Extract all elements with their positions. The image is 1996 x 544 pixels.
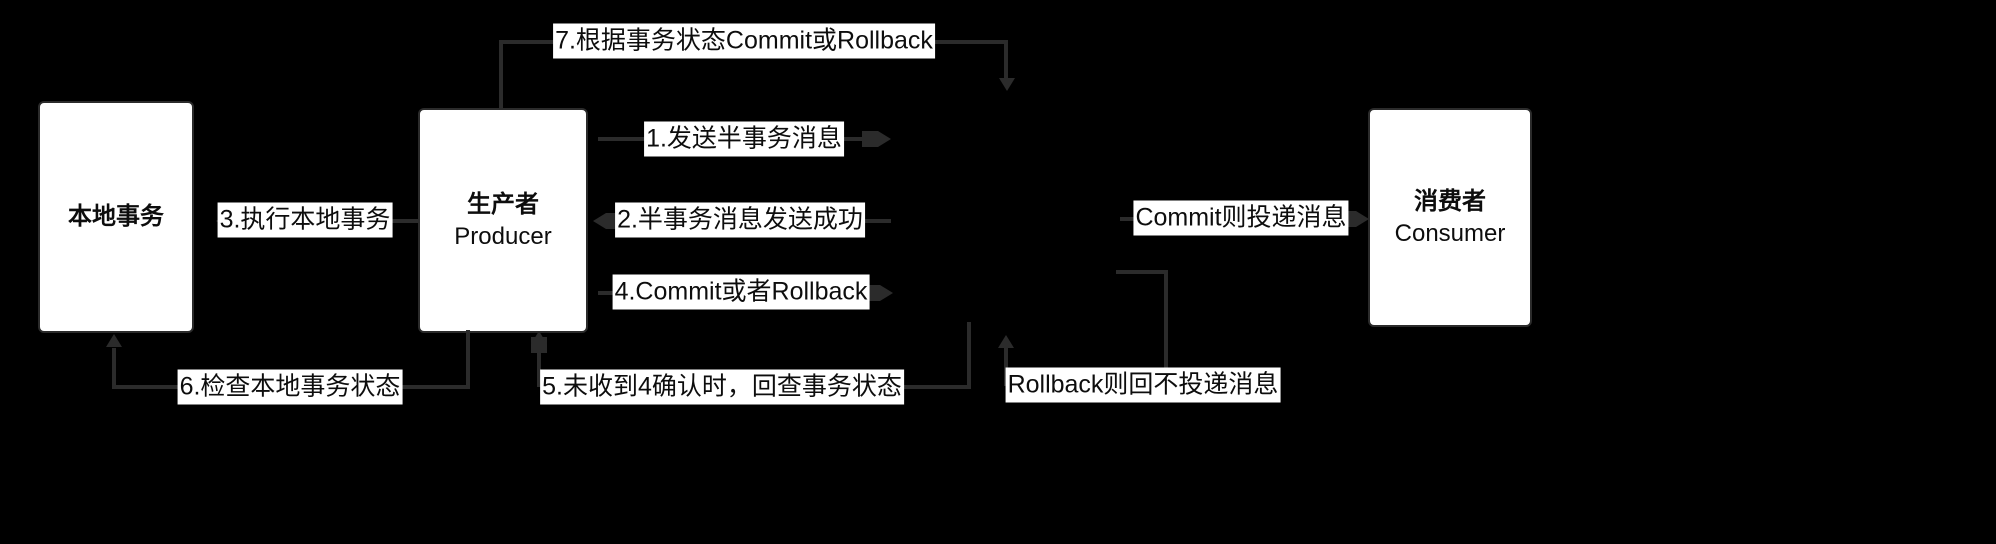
edge-2-segment-right xyxy=(843,219,891,223)
edge-7-segment-vertical-right xyxy=(1004,40,1008,82)
edge-9-segment-horizontal-top xyxy=(1116,270,1168,274)
edge-3-segment xyxy=(378,219,420,223)
edge-2-arrowhead-left xyxy=(593,213,606,229)
edge-7-segment-vertical-left xyxy=(499,40,503,110)
edge-label-4: 4.Commit或者Rollback xyxy=(612,274,870,310)
edge-5-segment-horizontal-right xyxy=(873,385,969,389)
edge-label-5: 5.未收到4确认时，回查事务状态 xyxy=(540,369,904,405)
edge-label-6: 6.检查本地事务状态 xyxy=(177,369,403,405)
edge-5-segment-vertical-producer xyxy=(537,346,541,387)
node-consumer-label-cn: 消费者 xyxy=(1414,187,1486,215)
edge-6-segment-vertical-left xyxy=(112,348,116,388)
edge-8-arrowhead-right xyxy=(1356,211,1369,227)
edge-label-2: 2.半事务消息发送成功 xyxy=(615,202,865,238)
node-producer-label-en: Producer xyxy=(454,222,552,250)
edge-label-7: 7.根据事务状态Commit或Rollback xyxy=(553,23,935,59)
edge-9-segment-vertical-broker xyxy=(1004,348,1008,386)
edge-9-segment-vertical xyxy=(1164,270,1168,385)
edge-label-9: Rollback则回不投递消息 xyxy=(1005,367,1281,403)
edge-9-arrowhead-up xyxy=(998,335,1014,348)
edge-7-segment-horizontal-right xyxy=(903,40,1008,44)
edge-1-endpoint-marker xyxy=(862,131,878,147)
edge-1-arrowhead-right xyxy=(878,131,891,147)
node-consumer[interactable]: 消费者 Consumer xyxy=(1368,108,1532,327)
edge-6-segment-horizontal-right xyxy=(382,385,468,389)
edge-label-1: 1.发送半事务消息 xyxy=(644,121,844,157)
edge-label-8: Commit则投递消息 xyxy=(1133,200,1349,236)
edge-7-arrowhead-down xyxy=(999,78,1015,91)
edge-6-arrowhead-up xyxy=(106,334,122,347)
node-producer-label-cn: 生产者 xyxy=(467,190,539,218)
edge-7-segment-horizontal-left xyxy=(499,40,592,44)
edge-1-segment-right xyxy=(825,137,870,141)
node-local-transaction-label-cn: 本地事务 xyxy=(68,203,164,231)
edge-4-arrowhead-right xyxy=(880,285,893,301)
edge-1-segment-left xyxy=(598,137,673,141)
edge-6-segment-vertical-right xyxy=(466,330,470,389)
edge-6-segment-horizontal-left xyxy=(112,385,192,389)
node-consumer-label-en: Consumer xyxy=(1394,219,1506,247)
node-local-transaction[interactable]: 本地事务 xyxy=(38,101,194,333)
edge-5-segment-vertical xyxy=(967,322,971,389)
edge-5-arrowhead-up xyxy=(531,331,547,344)
edge-label-3: 3.执行本地事务 xyxy=(217,202,393,238)
node-producer[interactable]: 生产者 Producer xyxy=(418,108,588,333)
